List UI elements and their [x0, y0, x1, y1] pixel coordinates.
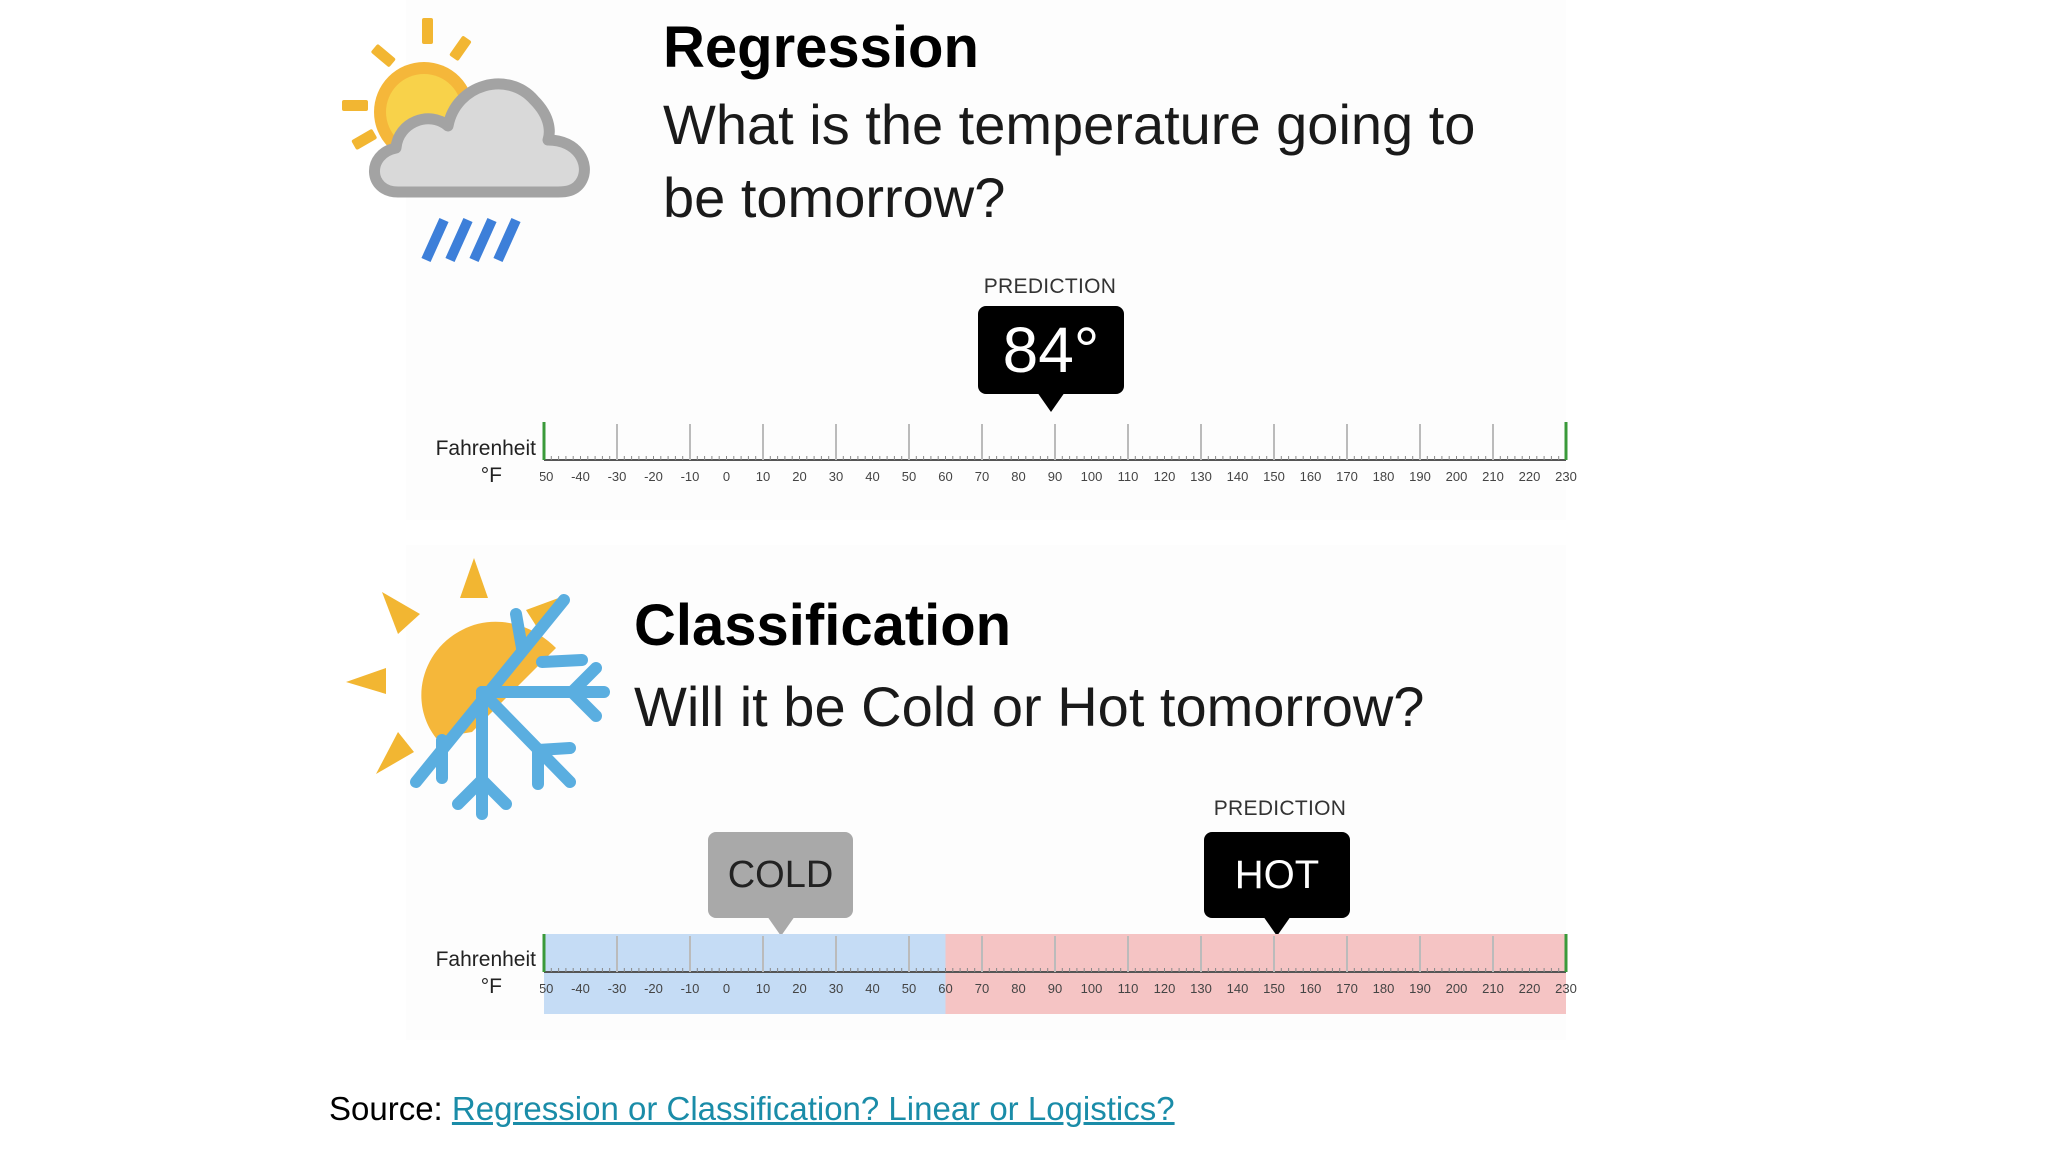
tick-label: 160 — [1300, 981, 1322, 996]
tick-label: 210 — [1482, 469, 1504, 484]
tick-label: 0 — [723, 981, 730, 996]
source-link[interactable]: Regression or Classification? Linear or … — [451, 1090, 1175, 1127]
tick-label: 40 — [865, 469, 879, 484]
tick-label: 140 — [1227, 981, 1249, 996]
classification-question: Will it be Cold or Hot tomorrow? — [634, 675, 1425, 738]
tick-label: 30 — [829, 469, 843, 484]
tick-label: 180 — [1373, 469, 1395, 484]
tick-label: 200 — [1446, 469, 1468, 484]
tick-label: 150 — [1263, 469, 1285, 484]
tick-label: 40 — [865, 981, 879, 996]
classification-temperature-scale: -50 -40 -30 -20 -10 0 10 20 30 40 50 60 70 80 90 100 110… — [540, 934, 1577, 1014]
tick-label: 60 — [938, 981, 952, 996]
regression-scale-unit-symbol: °F — [480, 464, 502, 487]
tick-label: -20 — [644, 469, 663, 484]
tick-label: 130 — [1190, 469, 1212, 484]
tick-label: 100 — [1081, 981, 1103, 996]
tick-label: -30 — [608, 469, 627, 484]
regression-panel — [406, 0, 1566, 520]
hot-zone — [945, 934, 1566, 1014]
tick-label: 220 — [1519, 981, 1541, 996]
tick-label: 80 — [1011, 469, 1025, 484]
regression-temperature-scale: -50 -40 -30 -20 -10 0 10 20 30 40 50 60 70 80 90 100 110… — [540, 422, 1577, 484]
tick-label: 140 — [1227, 469, 1249, 484]
sun-snowflake-icon — [342, 552, 612, 824]
tick-label: 190 — [1409, 469, 1431, 484]
tick-label: 80 — [1011, 981, 1025, 996]
tick-label: 110 — [1118, 981, 1139, 996]
tick-label: 70 — [975, 469, 989, 484]
tick-label: -30 — [608, 981, 627, 996]
hot-bubble: HOT — [1204, 832, 1350, 936]
regression-question-line1: What is the temperature going to — [663, 93, 1476, 156]
cold-zone — [544, 934, 946, 1014]
tick-label: -10 — [681, 981, 700, 996]
regression-prediction-label: PREDICTION — [983, 275, 1117, 298]
bubble-pointer — [1037, 392, 1065, 412]
cold-bubble: COLD — [708, 832, 853, 936]
classification-prediction-label: PREDICTION — [1213, 797, 1347, 820]
tick-label: -20 — [644, 981, 663, 996]
tick-label: 50 — [902, 981, 916, 996]
tick-label: -50 — [540, 981, 553, 996]
regression-scale-label: Fahrenheit °F — [400, 435, 536, 489]
regression-scale-unit-name: Fahrenheit — [435, 437, 536, 460]
regression-prediction-bubble: 84° — [978, 306, 1124, 412]
classification-scale-unit-symbol: °F — [480, 975, 502, 998]
tick-label: 0 — [723, 469, 730, 484]
tick-label: 10 — [756, 981, 770, 996]
hot-label: HOT — [1234, 853, 1320, 897]
tick-label: 230 — [1555, 981, 1577, 996]
tick-label: 70 — [975, 981, 989, 996]
regression-question-line2: be tomorrow? — [663, 166, 1006, 229]
classification-heading: Classification — [634, 593, 1012, 658]
tick-label: -10 — [681, 469, 700, 484]
tick-label: 130 — [1190, 981, 1212, 996]
tick-label: -50 — [540, 469, 553, 484]
tick-label: -40 — [571, 981, 590, 996]
tick-label: 100 — [1081, 469, 1103, 484]
tick-label: 20 — [792, 469, 806, 484]
cold-label: COLD — [727, 854, 834, 896]
sun-cloud-rain-icon — [338, 14, 608, 274]
tick-label: 60 — [938, 469, 952, 484]
tick-label: 220 — [1519, 469, 1541, 484]
source-prefix: Source: — [329, 1090, 452, 1127]
tick-label: 210 — [1482, 981, 1504, 996]
tick-label: 20 — [792, 981, 806, 996]
tick-label: 170 — [1336, 981, 1358, 996]
regression-heading: Regression — [663, 15, 979, 80]
tick-label: 90 — [1048, 981, 1062, 996]
tick-label: 50 — [902, 469, 916, 484]
regression-prediction-value: 84° — [1002, 314, 1100, 386]
tick-label: 200 — [1446, 981, 1468, 996]
tick-label: 180 — [1373, 981, 1395, 996]
tick-label: 120 — [1154, 981, 1176, 996]
tick-label: -40 — [571, 469, 590, 484]
tick-label: 190 — [1409, 981, 1431, 996]
tick-label: 90 — [1048, 469, 1062, 484]
source-citation: Source: Regression or Classification? Li… — [329, 1090, 1175, 1128]
tick-label: 170 — [1336, 469, 1358, 484]
classification-scale-unit-name: Fahrenheit — [435, 948, 536, 971]
bubble-pointer — [766, 916, 795, 936]
tick-label: 30 — [829, 981, 843, 996]
tick-label: 230 — [1555, 469, 1577, 484]
tick-label: 110 — [1118, 469, 1139, 484]
tick-label: 150 — [1263, 981, 1285, 996]
tick-label: 120 — [1154, 469, 1176, 484]
tick-label: 160 — [1300, 469, 1322, 484]
bubble-pointer — [1263, 916, 1291, 936]
tick-label: 10 — [756, 469, 770, 484]
classification-scale-label: Fahrenheit °F — [400, 946, 536, 1000]
